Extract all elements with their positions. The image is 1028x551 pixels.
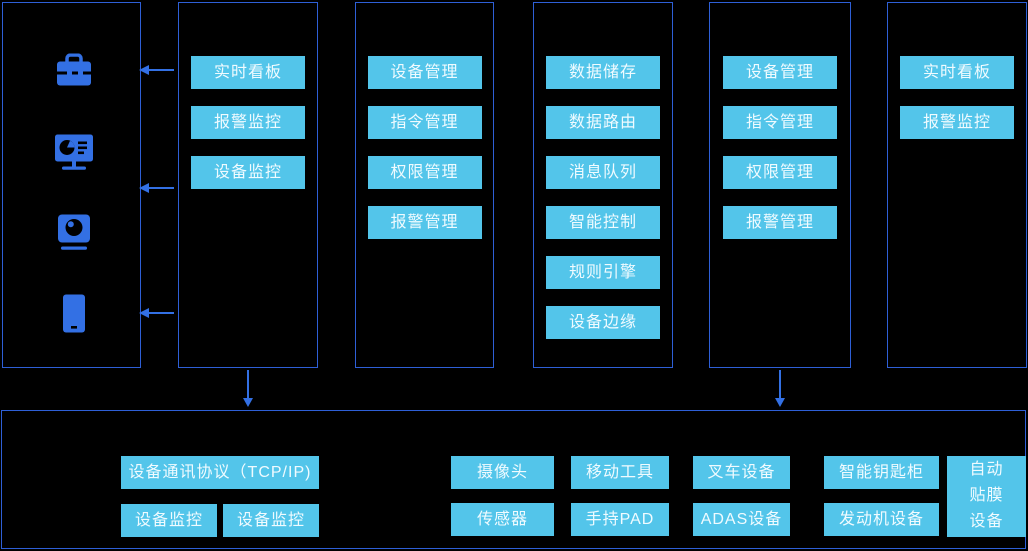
btn-alarm-monitor-2: 报警监控 (900, 106, 1014, 139)
btn-alarm-manage-2: 报警管理 (723, 206, 837, 239)
dashboard-monitor-icon (53, 134, 95, 177)
left-arrow-bottom (139, 308, 174, 318)
column-monitoring-boards: 实时看板 报警监控 (887, 2, 1027, 368)
down-arrow-right (775, 370, 785, 407)
btn-engine-device: 发动机设备 (824, 503, 939, 536)
btn-data-storage: 数据储存 (546, 56, 660, 89)
column-core-platform: 数据储存 数据路由 消息队列 智能控制 规则引擎 设备边缘 (533, 2, 673, 368)
down-arrow-left (243, 370, 253, 407)
btn-realtime-board: 实时看板 (191, 56, 305, 89)
btn-tcp-protocol: 设备通讯协议（TCP/IP) (121, 456, 319, 489)
btn-adas-device: ADAS设备 (693, 503, 790, 536)
btn-handheld-pad: 手持PAD (571, 503, 669, 536)
toolbox-icon (55, 53, 93, 93)
btn-rule-engine: 规则引擎 (546, 256, 660, 289)
btn-device-monitor-a: 设备监控 (121, 504, 217, 537)
btn-alarm-monitor: 报警监控 (191, 106, 305, 139)
btn-device-manage-2: 设备管理 (723, 56, 837, 89)
btn-smart-key-cabinet: 智能钥匙柜 (824, 456, 939, 489)
btn-permission-manage-2: 权限管理 (723, 156, 837, 189)
btn-command-manage: 指令管理 (367, 106, 482, 139)
btn-forklift-device: 叉车设备 (693, 456, 790, 489)
btn-device-monitor-b: 设备监控 (223, 504, 319, 537)
device-access-panel: 设备通讯协议（TCP/IP) 设备监控 设备监控 摄像头 移动工具 叉车设备 智… (1, 410, 1026, 549)
btn-mobile-tool: 移动工具 (571, 456, 669, 489)
btn-sensor-device: 传感器 (451, 503, 554, 536)
btn-device-edge: 设备边缘 (546, 306, 660, 339)
left-arrow-top (139, 65, 174, 75)
left-arrow-middle (139, 183, 174, 193)
btn-command-manage-2: 指令管理 (723, 106, 837, 139)
btn-message-queue: 消息队列 (546, 156, 660, 189)
btn-device-monitor: 设备监控 (191, 156, 305, 189)
btn-auto-film-device: 自动贴膜设备 (947, 456, 1026, 537)
btn-smart-control: 智能控制 (546, 206, 660, 239)
btn-camera-device: 摄像头 (451, 456, 554, 489)
btn-realtime-board-2: 实时看板 (900, 56, 1014, 89)
btn-data-routing: 数据路由 (546, 106, 660, 139)
column-monitoring-apps: 实时看板 报警监控 设备监控 (178, 2, 318, 368)
btn-device-manage: 设备管理 (367, 56, 482, 89)
webcam-icon (56, 214, 92, 257)
btn-permission-manage: 权限管理 (367, 156, 482, 189)
column-management-left: 设备管理 指令管理 权限管理 报警管理 (355, 2, 494, 368)
smartphone-icon (62, 294, 86, 339)
btn-alarm-manage: 报警管理 (367, 206, 482, 239)
column-management-right: 设备管理 指令管理 权限管理 报警管理 (709, 2, 851, 368)
client-icons-panel (2, 2, 141, 368)
